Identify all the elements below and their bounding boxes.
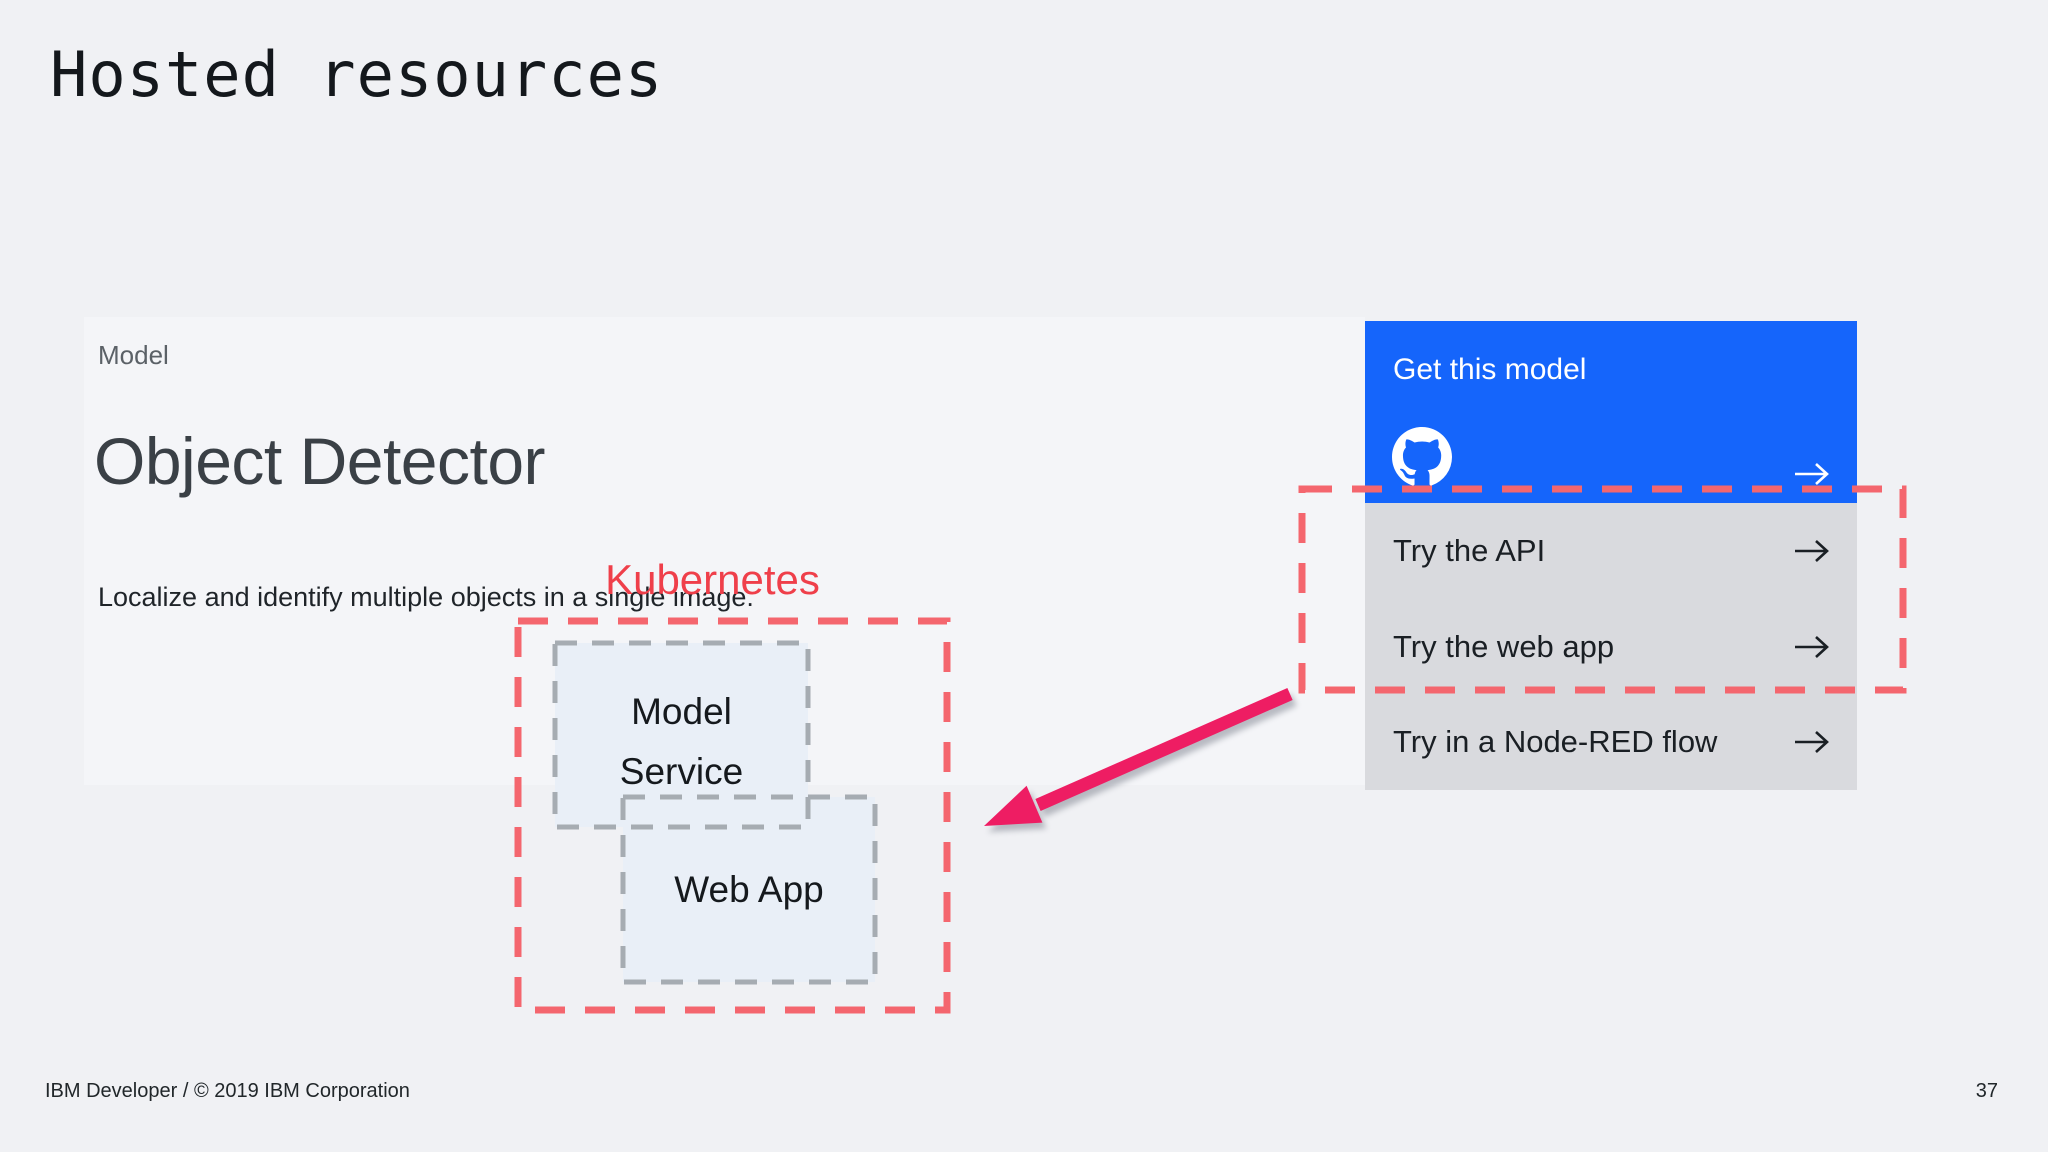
menu-item-try-the-api[interactable]: Try the API [1365, 503, 1857, 599]
menu-item-try-in-a-node-red-flow[interactable]: Try in a Node-RED flow [1365, 694, 1857, 790]
page-number: 37 [1975, 1080, 1998, 1102]
menu-item-label: Try in a Node-RED flow [1393, 724, 1718, 760]
get-this-model-label: Get this model [1393, 353, 1587, 386]
model-description: Localize and identify multiple objects i… [98, 582, 754, 612]
node-label-line: Service [619, 751, 744, 792]
model-service-node-label: Model Service [555, 650, 808, 834]
arrow-right-icon[interactable] [1793, 634, 1831, 660]
node-label-line: Model [631, 691, 732, 733]
menu-item-label: Try the API [1393, 532, 1546, 568]
model-title: Object Detector [94, 424, 546, 498]
web-app-node-label: Web App [623, 797, 875, 982]
arrow-right-icon[interactable] [1793, 538, 1831, 564]
node-label-line: Web App [674, 868, 824, 910]
github-icon [1392, 427, 1452, 486]
kubernetes-label: Kubernetes [605, 556, 820, 603]
arrow-right-icon[interactable] [1793, 461, 1831, 487]
arrow-right-icon[interactable] [1793, 729, 1831, 755]
model-eyebrow: Model [98, 340, 169, 370]
model-actions-menu: Try the API Try the web app Try in a Nod… [1365, 503, 1857, 790]
menu-item-try-the-web-app[interactable]: Try the web app [1365, 599, 1857, 695]
get-this-model-card[interactable]: Get this model [1365, 321, 1857, 503]
slide-title: Hosted resources [50, 38, 664, 111]
menu-item-label: Try the web app [1393, 628, 1615, 664]
footer-copyright: IBM Developer / © 2019 IBM Corporation [45, 1080, 410, 1102]
